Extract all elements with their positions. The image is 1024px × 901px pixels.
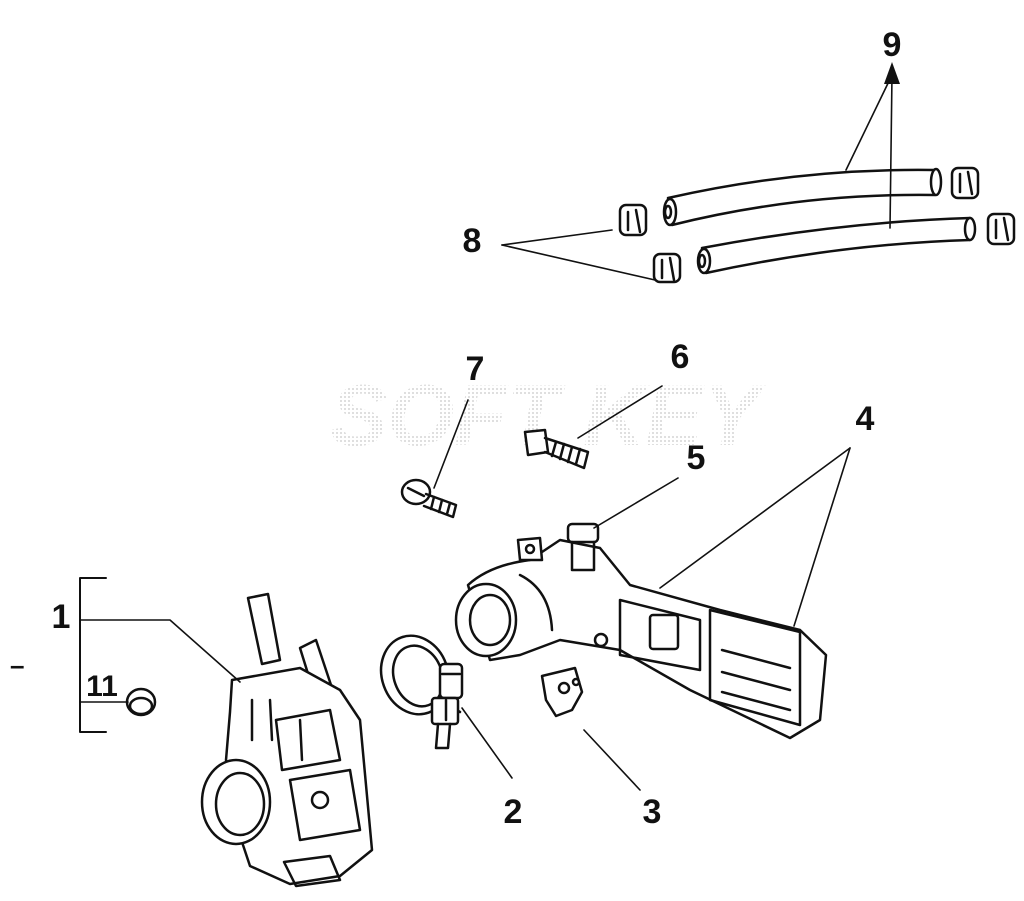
- callout-2: 2: [503, 793, 523, 831]
- plug-11: [125, 687, 157, 717]
- hose-clamp-1: [618, 203, 648, 237]
- hose-upper: [662, 167, 943, 227]
- screw-7: [400, 478, 458, 519]
- callout-11: 11: [86, 670, 118, 703]
- callout-4: 4: [855, 400, 875, 438]
- hose-lower: [696, 216, 977, 275]
- callout-1: 1: [51, 598, 71, 636]
- group-bracket: [79, 577, 107, 733]
- callout-9: 9: [882, 26, 902, 64]
- jet-2: [430, 662, 464, 750]
- intake-manifold: [454, 536, 828, 740]
- callout-3: 3: [642, 793, 662, 831]
- leader-lines: [79, 74, 893, 791]
- hose-clamp-4: [986, 212, 1016, 246]
- hose-clamp-3: [950, 166, 980, 200]
- bracket-3: [540, 666, 584, 718]
- side-mark: –: [10, 650, 25, 680]
- callout-6: 6: [670, 338, 690, 376]
- hose-clamp-2: [652, 252, 682, 284]
- fitting-5: [566, 522, 600, 572]
- callout-8: 8: [462, 222, 482, 260]
- callout-5: 5: [686, 439, 706, 477]
- screw-6: [523, 428, 590, 470]
- arrowheads: [884, 62, 900, 84]
- carburetor-1: [200, 592, 374, 888]
- callout-7: 7: [465, 350, 485, 388]
